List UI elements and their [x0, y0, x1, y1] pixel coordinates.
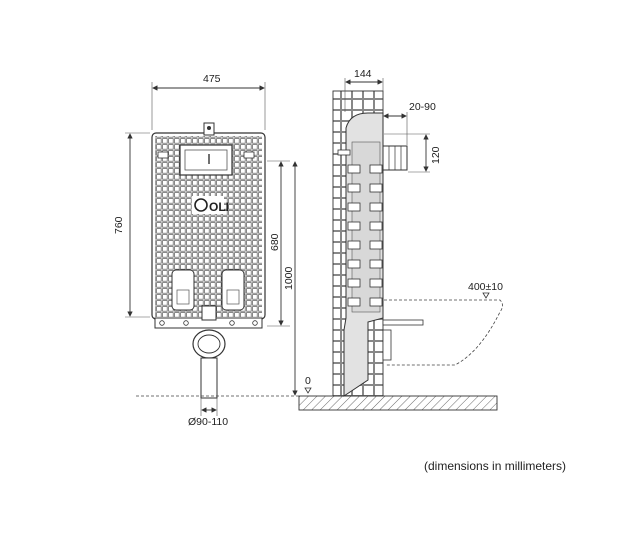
depth-dimension: 144	[354, 68, 372, 80]
side-view: 0 144 20-90	[298, 68, 503, 411]
floor-slab	[298, 395, 498, 411]
width-dimension: 475	[203, 73, 221, 85]
oli-logo: OLI	[192, 196, 229, 214]
cistern-ribs	[347, 164, 383, 307]
front-view: OLI 475 760 680	[113, 73, 300, 428]
wc-bowl-outline	[384, 299, 503, 366]
pipe-height-dimension: 120	[430, 146, 442, 164]
frame-height-dimension: 760	[113, 216, 125, 234]
inner-height-dimension: 680	[269, 233, 281, 251]
units-footnote: (dimensions in millimeters)	[424, 459, 567, 473]
inlet-pipe	[337, 145, 408, 171]
floor-level-label: 0	[305, 375, 311, 387]
drain-diameter-dimension: Ø90-110	[188, 416, 228, 428]
offset-dimension: 20-90	[409, 101, 436, 113]
total-height-dimension: 1000	[283, 266, 295, 290]
drain-outlet	[192, 305, 226, 399]
support-bracket	[382, 319, 424, 326]
logo-text: OLI	[209, 200, 229, 214]
bowl-height-dimension: 400±10	[468, 281, 503, 293]
